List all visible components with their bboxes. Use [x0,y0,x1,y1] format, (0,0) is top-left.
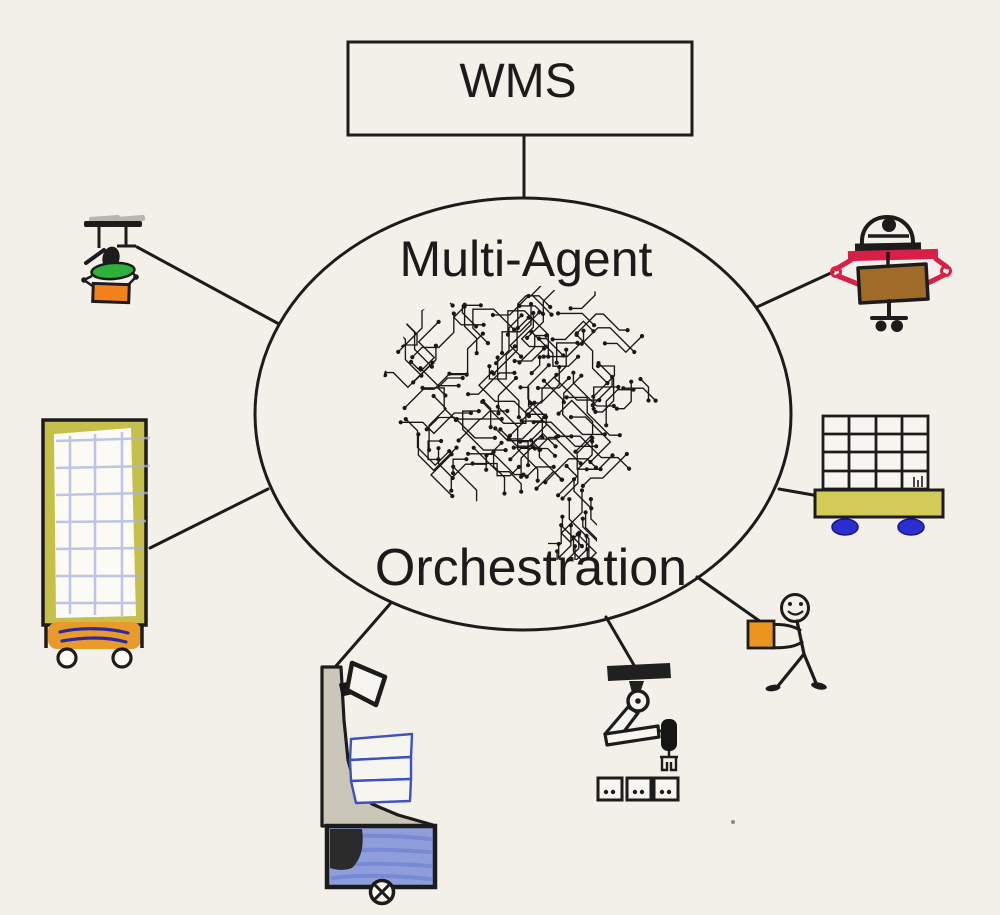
connector-hub-robot [755,270,835,309]
circuit-brain-icon [382,285,658,560]
connector-hub-drone [135,245,281,326]
paper-speck [731,820,735,824]
worker-legs [776,652,818,688]
robot-eye [882,218,896,232]
hub-title-bottom: Orchestration [375,539,687,597]
drone-rotor-shadow-right [113,215,146,223]
drone-rotor-left [84,221,114,227]
wms-box [346,40,694,137]
wms-node: WMS [346,40,694,137]
robot-arm-right [923,256,950,287]
pallet-tally-marks [913,476,923,487]
connector-hub-shelf [148,487,270,550]
robot-elbow-left [830,266,842,278]
worker-smile [787,610,804,616]
shelf-wheel-left [56,647,78,669]
worker-head [780,593,810,623]
robot-shoulder-bar [854,242,922,252]
robot-pole [870,299,908,320]
drone-joint-left [81,277,87,283]
pallet-wheel-left [831,518,859,536]
arm-forearm [603,724,661,747]
worker-body [795,619,806,656]
wms-label: WMS [459,55,576,108]
arm-gripper-claw [660,755,678,772]
arm-joint-pin [635,698,641,704]
drone-mast-right [117,227,136,248]
mobile-shelf-icon [41,418,151,669]
forklift-icon [320,660,438,906]
worker-box [746,619,776,650]
parcel-box [596,776,624,802]
parcel-box [652,776,680,802]
drone-rotor-shadow-left [88,215,121,223]
worker-foot-left [765,684,781,692]
shelf-legs [44,625,144,648]
worker-icon [746,593,827,692]
worker-foot-right [811,682,827,690]
pallet-crates-grid [823,416,928,489]
robot-elbow-right [940,265,952,277]
worker-eye-left [788,602,792,606]
robot-red-bar [847,248,939,262]
shelf-wheel-right [111,647,133,669]
robot-carton [856,262,930,305]
pallet-platform [813,488,945,519]
drone-icon [81,215,146,305]
forklift-forks [348,732,414,805]
forklift-camera [344,660,388,708]
connector-hub-arm [604,615,640,674]
drone-cargo-box [91,281,131,305]
drone-joint-right [133,274,139,280]
forklift-engine-block [330,829,363,870]
connector-hub-pallet [777,487,821,498]
drone-hull [90,261,136,281]
arm-parcel-boxes [596,776,680,802]
orchestration-hub: Multi-Agent Orchestration [253,196,793,632]
pallet-wheel-right [897,518,925,536]
robotic-arm-icon [596,663,680,802]
connector-hub-worker [695,575,763,624]
robot-icon [830,215,952,332]
drone-arm [84,248,106,265]
parcel-box [625,776,653,802]
shelf-grid [55,432,151,616]
connectors [135,133,835,674]
robot-wheel-right [891,320,903,332]
hub-title-top: Multi-Agent [400,231,653,287]
forklift-wheel-cross [372,882,392,902]
shelf-base-stripes [58,627,130,644]
hub-ellipse [253,196,793,632]
forklift-base-texture [331,833,432,881]
arm-gripper-body [661,719,677,751]
drone-rotor-right [112,221,142,227]
worker-eye-right [799,602,803,606]
arm-rail [607,663,671,681]
pallet-agv-icon [813,414,945,536]
robot-head-dome [859,215,916,245]
shelf-base [48,622,141,649]
robot-wheel-left [875,320,887,332]
connector-hub-forklift [334,602,392,668]
